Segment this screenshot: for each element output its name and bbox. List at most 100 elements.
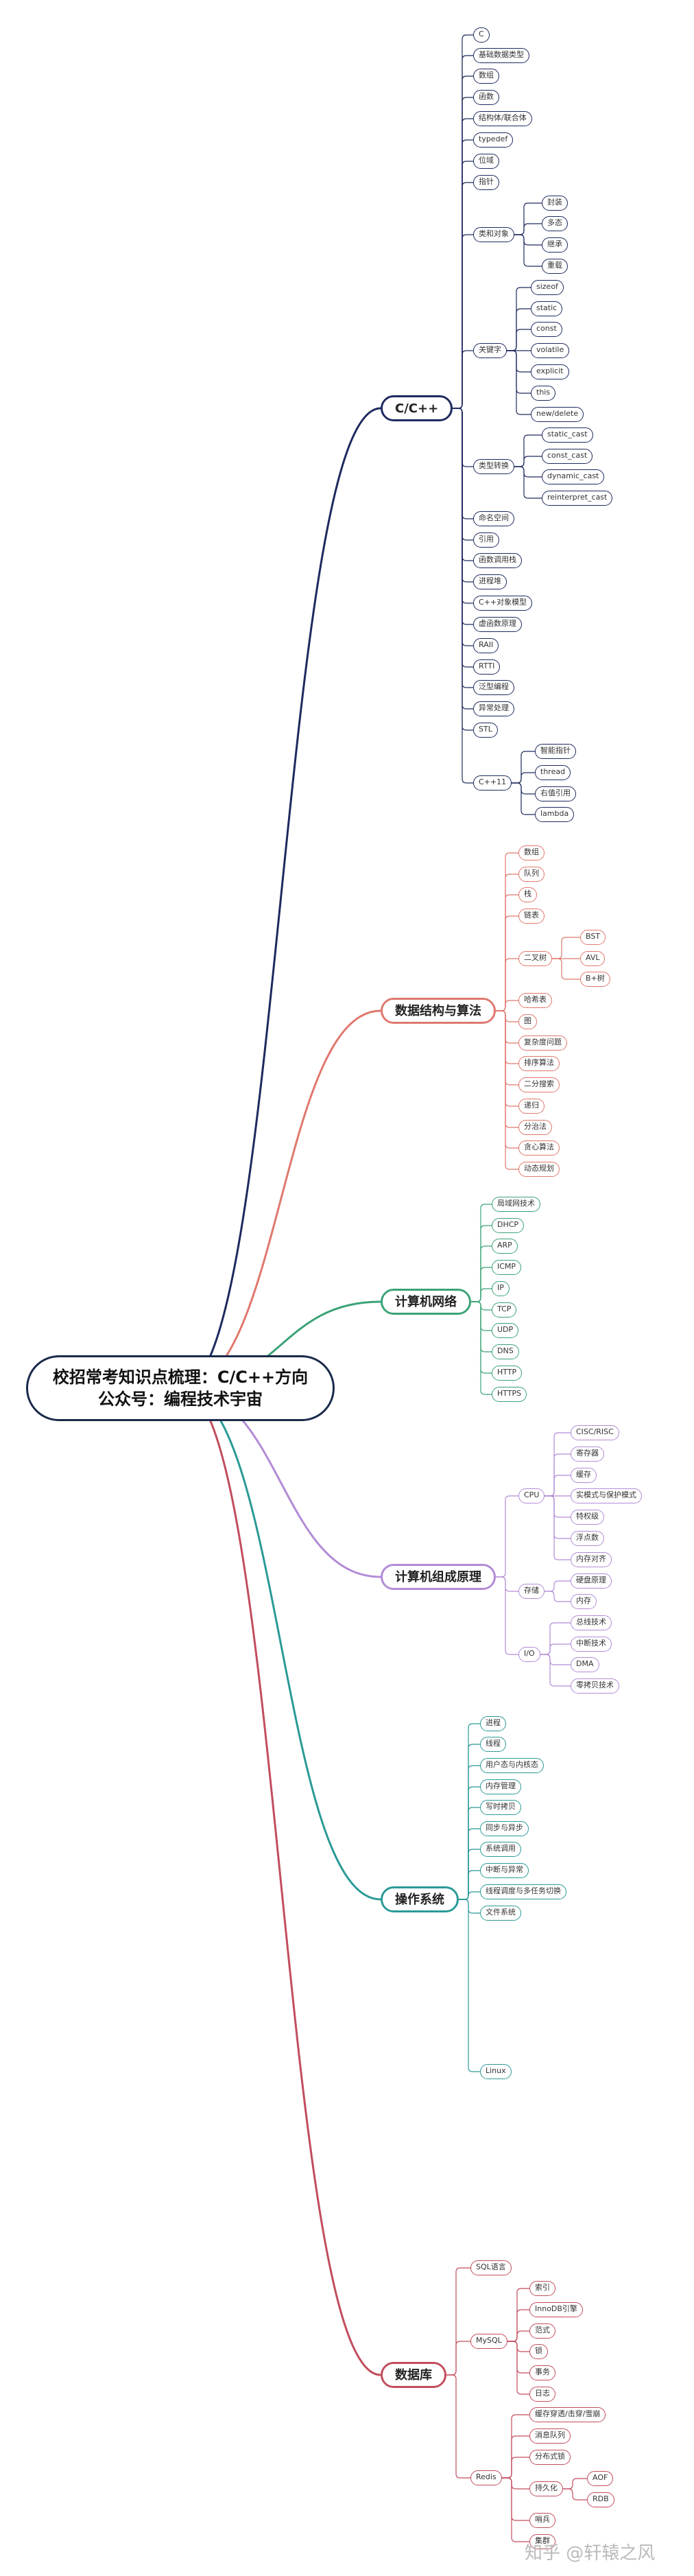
subtopic-node: 分布式锁 [529,2450,571,2465]
topic-node: C++11 [473,775,512,791]
subtopic-node: 重载 [542,259,568,274]
subtopic-node: 范式 [529,2323,555,2339]
branch-5: 操作系统 [381,1886,459,1912]
topic-node: 数组 [518,845,545,860]
topic-node: DHCP [492,1218,525,1233]
topic-node: 引用 [473,532,499,548]
subtopic-node: 继承 [542,237,568,253]
topic-edge [459,1899,480,2072]
subtopic-node: 消息队列 [529,2428,571,2444]
branch-edge-1 [180,407,381,1390]
subtopic-edge [545,1580,571,1592]
topic-node: C++对象模型 [473,596,533,611]
topic-node: 指针 [473,175,499,190]
subtopic-edge [540,1643,571,1655]
topic-node: 复杂度问题 [518,1035,567,1051]
branch-3: 计算机网络 [381,1289,471,1315]
topic-node: STL [473,723,498,738]
topic-node: HTTPS [492,1387,527,1402]
topic-edge [496,1495,518,1578]
topic-node: 队列 [518,867,545,882]
topic-node: HTTP [492,1366,523,1381]
topic-node: UDP [492,1323,519,1338]
topic-node: 贪心算法 [518,1140,560,1156]
subtopic-node: 特权级 [571,1510,604,1525]
topic-node: 二分搜索 [518,1077,560,1092]
root-subtitle: 公众号：编程技术宇宙 [98,1390,263,1409]
subtopic-node: 日志 [529,2387,555,2402]
subtopic-node: 智能指针 [535,744,576,759]
topic-node: IP [492,1281,510,1296]
topic-node: 递归 [518,1099,545,1114]
subtopic-node: 缓存 [571,1468,597,1483]
subtopic-edge [514,466,542,499]
subtopic-edge [507,2341,529,2395]
topic-node: TCP [492,1302,517,1318]
branch-edge-6 [180,1387,381,2376]
subtopic-node: static [531,301,563,316]
subtopic-node: 内存 [571,1594,597,1609]
subtopic-edge [552,958,580,980]
branch-4: 计算机组成原理 [381,1564,496,1590]
topic-node: RTTI [473,659,501,675]
topic-node: 系统调用 [480,1842,521,1857]
subtopic-node: new/delete [531,407,584,422]
topic-node: 类和对象 [473,227,514,242]
branch-2: 数据结构与算法 [381,998,496,1024]
subtopic-node: 哨兵 [529,2513,555,2528]
topic-node: typedef [473,132,514,148]
subtopic-node: volatile [531,343,570,358]
subtopic-node: 持久化 [529,2481,563,2496]
topic-node: C [473,27,490,43]
topic-node: ICMP [492,1260,522,1275]
subtopic-node: 封装 [542,196,568,211]
topic-node: 基础数据类型 [473,48,529,63]
topic-node: 类型转换 [473,459,514,474]
subtopic-node: static_cast [542,428,593,443]
subtopic-node: InnoDB引擎 [529,2302,583,2317]
subtopic-node: B+树 [580,972,610,987]
topic-node: 异常处理 [473,701,514,716]
detail-node: RDB [587,2492,614,2507]
topic-node: Linux [480,2064,512,2079]
topic-node: 命名空间 [473,511,514,526]
root-title: 校招常考知识点梳理：C/C++方向 [52,1367,309,1387]
topic-node: 函数调用栈 [473,553,522,568]
subtopic-edge [502,2457,529,2479]
topic-node: RAII [473,638,499,653]
topic-node: 存储 [518,1584,545,1599]
topic-node: 结构体/联合体 [473,111,532,126]
topic-node: 进程 [480,1716,506,1731]
detail-edge [563,2478,587,2490]
subtopic-edge [507,2330,529,2342]
topic-node: 线程 [480,1737,506,1752]
subtopic-node: 浮点数 [571,1531,604,1546]
subtopic-node: explicit [531,364,569,379]
topic-edge [496,1010,518,1170]
subtopic-node: 硬盘原理 [571,1573,612,1589]
topic-node: 栈 [518,887,537,902]
topic-node: CPU [518,1488,545,1503]
topic-node: 局域网技术 [492,1197,540,1212]
topic-node: 中断与异常 [480,1863,529,1878]
subtopic-node: sizeof [531,280,564,295]
topic-edge [446,2374,470,2479]
subtopic-edge [502,2477,529,2542]
topic-edge [471,1288,492,1302]
topic-node: 图 [518,1014,537,1029]
watermark: 知乎 @轩辕之风 [525,2543,656,2564]
topic-edge [496,1000,518,1011]
subtopic-node: BST [580,930,606,945]
root-node: 校招常考知识点梳理：C/C++方向 公众号：编程技术宇宙 [26,1355,335,1421]
subtopic-node: 中断技术 [571,1637,612,1652]
topic-node: 位域 [473,154,499,169]
subtopic-node: DMA [571,1657,599,1672]
subtopic-node: reinterpret_cast [542,491,613,506]
subtopic-edge [514,456,542,467]
topic-node: Redis [470,2470,502,2485]
subtopic-node: AVL [580,951,606,966]
topic-node: I/O [518,1647,540,1662]
topic-node: 用户态与内核态 [480,1758,544,1773]
topic-node: 关键字 [473,343,507,358]
